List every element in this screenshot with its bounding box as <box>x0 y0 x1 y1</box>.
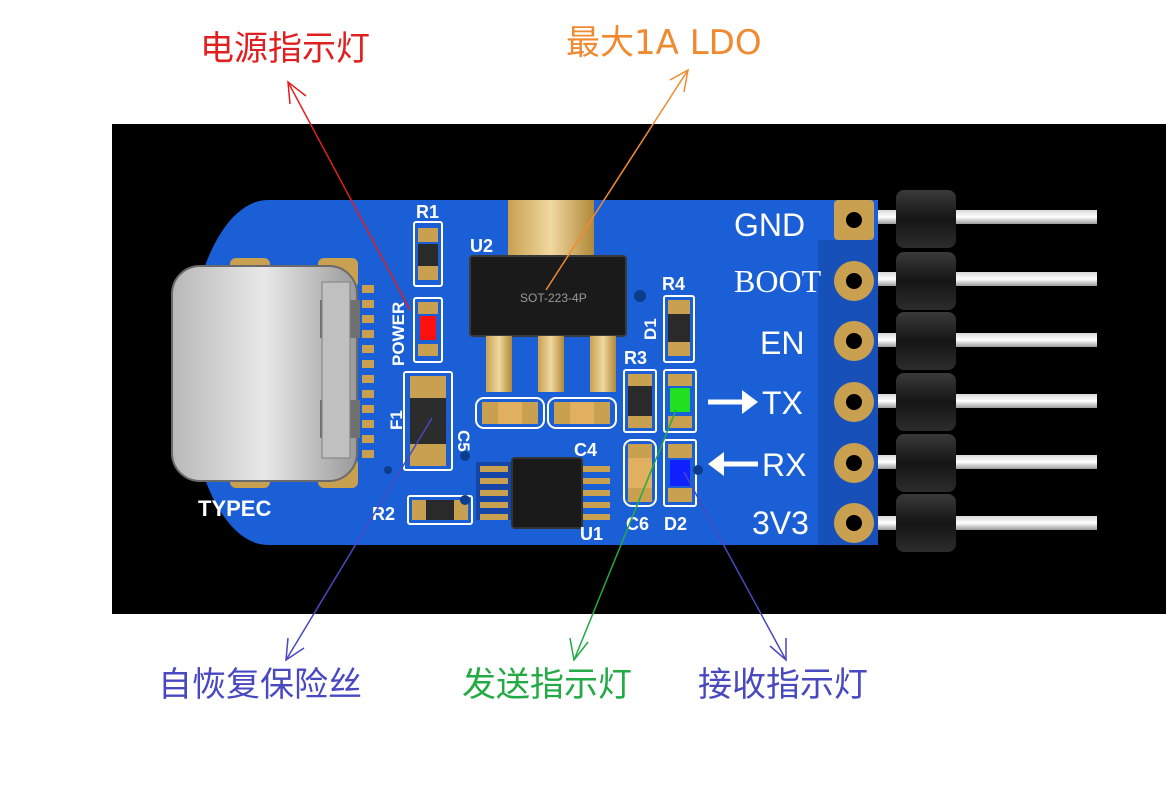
rx-led-leader <box>683 471 787 662</box>
vias <box>384 290 703 505</box>
ldo-leader <box>545 68 690 291</box>
tx-led-callout: 发送指示灯 <box>462 665 632 705</box>
tx-led <box>663 369 697 433</box>
f1-fuse <box>403 371 453 471</box>
pin-label-boot: BOOT <box>734 263 822 299</box>
ldo-callout: 最大1A LDO <box>566 23 762 63</box>
fuse-callout: 自恢复保险丝 <box>158 665 362 705</box>
pcb-board <box>187 200 878 545</box>
label-r1: R1 <box>416 202 439 222</box>
label-d1: D1 <box>641 318 660 340</box>
power-led-callout: 电源指示灯 <box>200 29 370 69</box>
pin-label-3v3: 3V3 <box>752 505 809 541</box>
fuse-leader <box>285 417 433 662</box>
pin-label-rx: RX <box>762 447 806 483</box>
header-housing <box>896 190 956 552</box>
rx-led-callout: 接收指示灯 <box>698 665 868 705</box>
pin-label-en: EN <box>760 325 804 361</box>
pin-label-gnd: GND <box>734 207 805 243</box>
tx-led-leader <box>569 409 677 662</box>
label-f1: F1 <box>387 410 406 430</box>
tx-arrow <box>708 390 758 414</box>
usb-c-connector <box>171 258 374 488</box>
u1-chip <box>476 457 610 529</box>
rx-led <box>663 439 697 507</box>
label-c4: C4 <box>574 440 597 460</box>
c4-capacitor <box>547 397 617 429</box>
label-d2: D2 <box>664 514 687 534</box>
u2-ldo <box>469 200 627 392</box>
c5-capacitor <box>475 397 545 429</box>
c6-capacitor <box>623 439 657 507</box>
r2-resistor <box>407 495 473 525</box>
pin-label-tx: TX <box>762 385 803 421</box>
label-power: POWER <box>389 302 408 366</box>
power-led-leader <box>287 80 411 311</box>
label-r4: R4 <box>662 274 685 294</box>
r4-resistor <box>663 295 695 363</box>
power-led <box>413 297 443 363</box>
label-r3: R3 <box>624 348 647 368</box>
rx-arrow <box>708 452 758 476</box>
r1-resistor <box>413 221 443 287</box>
label-u1: U1 <box>580 524 603 544</box>
u2-package-marking: SOT-223-4P <box>520 291 587 305</box>
label-u2: U2 <box>470 236 493 256</box>
r3-resistor <box>623 369 657 433</box>
label-r2: R2 <box>372 504 395 524</box>
label-typec: TYPEC <box>198 496 271 521</box>
label-c5: C5 <box>454 430 473 452</box>
header-pads <box>834 200 874 543</box>
